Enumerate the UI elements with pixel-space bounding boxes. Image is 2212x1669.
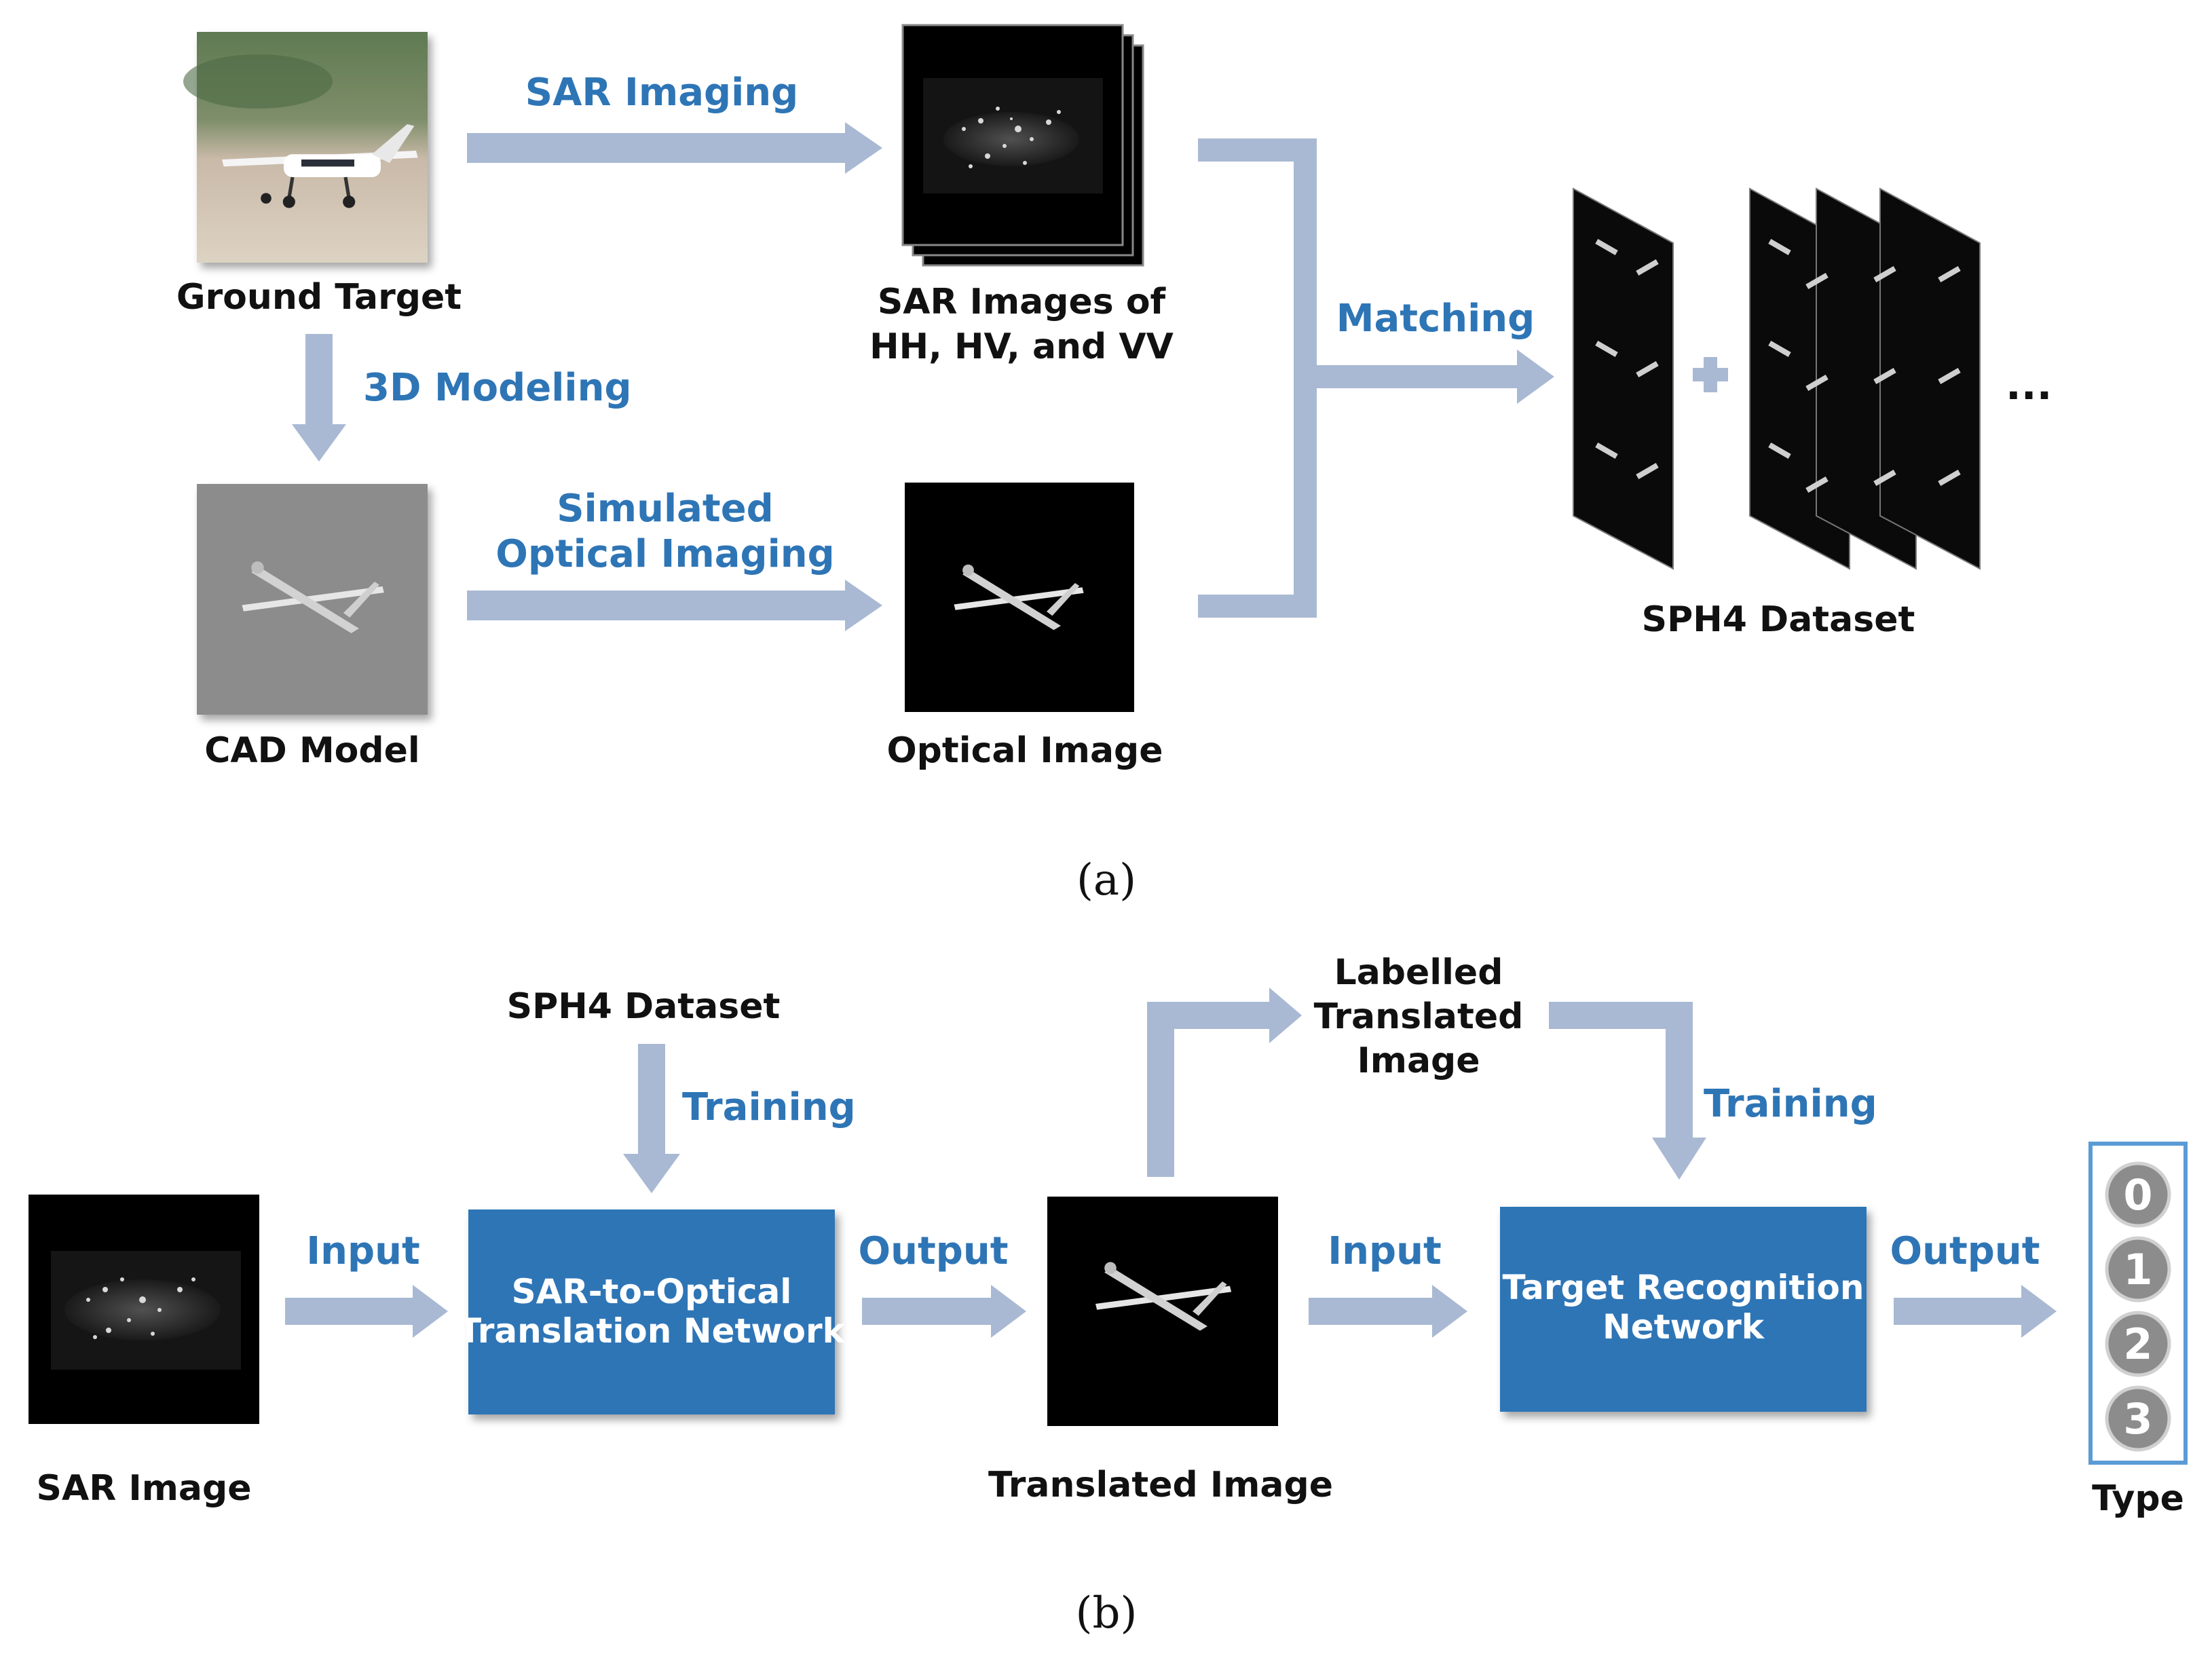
dataset-label-b: SPH4 Dataset	[507, 986, 781, 1027]
optical-image	[905, 483, 1134, 712]
sar-imaging-label: SAR Imaging	[525, 71, 799, 115]
caption-a: (a)	[1076, 855, 1136, 905]
type-column	[2088, 1142, 2188, 1465]
labelled-arrow	[1147, 988, 1302, 1177]
recognition-net-line1: Target Recognition	[1503, 1268, 1864, 1307]
type-value-3: 3	[2123, 1394, 2152, 1444]
sar-image-label: SAR Image	[37, 1468, 252, 1509]
training-label-1: Training	[682, 1085, 856, 1129]
type-label: Type	[2092, 1478, 2184, 1519]
matching-bracket	[1198, 138, 1554, 618]
output-arrow-1	[862, 1285, 1026, 1338]
modeling-label: 3D Modeling	[363, 366, 632, 410]
recognition-network-box	[1500, 1207, 1867, 1412]
modeling-arrow	[292, 334, 346, 462]
sar-input-image	[29, 1195, 259, 1424]
simulated-imaging-arrow	[467, 580, 882, 631]
type-value-0: 0	[2123, 1170, 2152, 1220]
output-label-1: Output	[859, 1229, 1009, 1273]
training-label-2: Training	[1704, 1082, 1877, 1126]
translated-image-label: Translated Image	[988, 1465, 1333, 1505]
training-arrow-1	[623, 1044, 680, 1193]
simulated-label-line2: Optical Imaging	[495, 532, 835, 576]
caption-b: (b)	[1076, 1588, 1138, 1638]
training-arrow-2	[1549, 1002, 1706, 1180]
sar-images-label-line2: HH, HV, and VV	[869, 326, 1174, 367]
dataset-label-a: SPH4 Dataset	[1642, 599, 1915, 640]
ground-target-image	[183, 32, 428, 263]
recognition-net-line2: Network	[1602, 1307, 1765, 1347]
cad-model-label: CAD Model	[204, 730, 419, 771]
ground-target-label: Ground Target	[176, 277, 462, 318]
sar-images-label-line1: SAR Images of	[878, 282, 1167, 322]
sar-image-stack	[901, 24, 1144, 267]
labelled-line2: Translated	[1314, 996, 1524, 1037]
labelled-line3: Image	[1357, 1040, 1480, 1081]
translated-image	[1047, 1197, 1278, 1426]
type-circle-1	[2105, 1236, 2171, 1302]
cad-model-image	[197, 484, 428, 715]
translation-net-line1: SAR-to-Optical	[512, 1272, 792, 1311]
type-value-2: 2	[2123, 1319, 2152, 1369]
sar-imaging-arrow	[467, 122, 882, 174]
input-label-2: Input	[1328, 1229, 1441, 1273]
labelled-line1: Labelled	[1334, 952, 1503, 993]
type-circle-2	[2105, 1311, 2171, 1377]
output-label-2: Output	[1890, 1229, 2040, 1273]
simulated-label-line1: Simulated	[557, 487, 774, 531]
input-arrow-1	[285, 1285, 448, 1338]
translation-network-box	[468, 1209, 835, 1414]
output-arrow-2	[1894, 1285, 2057, 1338]
translation-net-line2: Translation Network	[458, 1311, 846, 1351]
type-circle-3	[2105, 1385, 2171, 1452]
dataset-sheets	[1573, 187, 1981, 570]
dataset-ellipsis: ...	[2006, 362, 2052, 409]
optical-image-label: Optical Image	[886, 730, 1163, 771]
type-value-1: 1	[2123, 1245, 2152, 1294]
matching-label: Matching	[1336, 297, 1535, 341]
input-arrow-2	[1309, 1285, 1467, 1338]
input-label-1: Input	[306, 1229, 419, 1273]
type-circle-0	[2105, 1161, 2171, 1228]
